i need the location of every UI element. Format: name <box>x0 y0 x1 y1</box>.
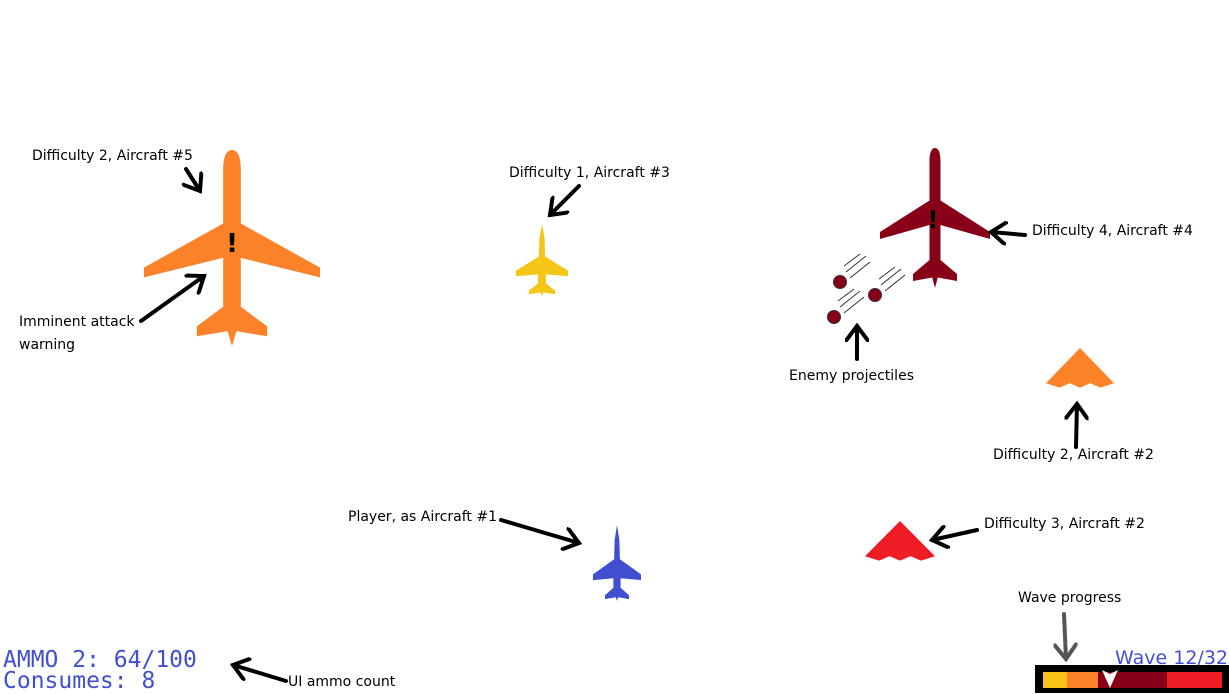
label-aircraft-4: Difficulty 4, Aircraft #4 <box>1032 223 1193 239</box>
label-aircraft-5: Difficulty 2, Aircraft #5 <box>32 148 193 164</box>
label-warning-line1: Imminent attack <box>19 314 135 330</box>
segment-difficulty-1 <box>1043 672 1067 688</box>
segment-difficulty-2 <box>1067 672 1098 688</box>
projectile <box>868 288 882 302</box>
wave-counter: Wave 12/32 <box>1115 647 1228 669</box>
wave-position-marker-icon <box>1102 670 1119 688</box>
label-projectiles: Enemy projectiles <box>789 368 914 384</box>
annotation-arrows <box>139 167 1077 683</box>
label-aircraft-3: Difficulty 1, Aircraft #3 <box>509 165 670 181</box>
label-aircraft-2-d2: Difficulty 2, Aircraft #2 <box>993 447 1154 463</box>
player-aircraft <box>593 525 641 601</box>
ammo-count: AMMO 2: 64/100 Consumes: 8 <box>3 647 197 694</box>
segment-difficulty-3 <box>1167 672 1222 688</box>
enemy-aircraft-2-d3 <box>865 521 935 561</box>
consumes-text: Consumes: 8 <box>3 668 156 694</box>
enemy-aircraft-2-d2 <box>1046 348 1114 388</box>
label-ammo-ui: UI ammo count <box>288 674 396 690</box>
label-wave-progress: Wave progress <box>1018 590 1122 606</box>
wave-progress-bar <box>1035 665 1229 693</box>
label-warning-line2: warning <box>19 337 76 353</box>
enemy-projectiles <box>827 253 906 324</box>
label-attack-warning: Imminent attack warning <box>19 311 135 357</box>
enemy-aircraft-3 <box>516 224 568 296</box>
label-player: Player, as Aircraft #1 <box>348 509 497 525</box>
projectile <box>827 310 841 324</box>
projectile <box>833 275 847 289</box>
attack-warning-icon: ! <box>226 229 238 259</box>
ammo-text: AMMO 2: 64/100 <box>3 647 197 673</box>
label-aircraft-2-d3: Difficulty 3, Aircraft #2 <box>984 516 1145 532</box>
attack-warning-icon: ! <box>928 206 939 234</box>
